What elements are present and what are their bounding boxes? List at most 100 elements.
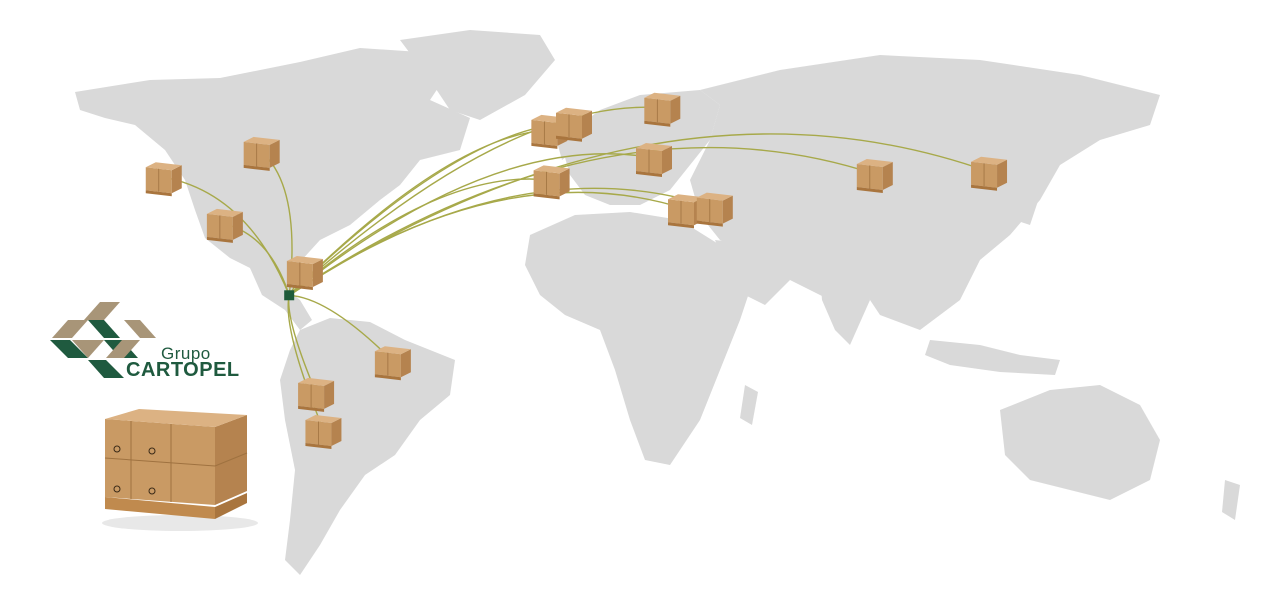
logo-shape-light-3 <box>72 340 104 358</box>
land-south-america <box>280 318 455 575</box>
destination-box-icon <box>644 92 681 127</box>
land-madagascar <box>740 385 758 425</box>
box-face <box>997 159 1008 188</box>
box-face <box>531 142 558 149</box>
logo-shape-light-1 <box>84 302 120 320</box>
logo-shape-dark-2 <box>50 340 88 358</box>
box-face <box>971 184 998 191</box>
box-face <box>856 187 883 193</box>
box-face <box>206 236 233 243</box>
logo-text-cartopel: CARTOPEL <box>126 359 240 381</box>
box-face <box>556 107 592 116</box>
box-face <box>374 374 401 381</box>
box-face <box>670 95 681 124</box>
destination-box-icon <box>636 143 672 177</box>
box-face <box>696 192 733 201</box>
destination-box-icon <box>286 255 323 290</box>
box-face <box>644 120 671 127</box>
box-face <box>696 220 723 227</box>
box-face <box>636 171 662 177</box>
box-face <box>269 139 280 168</box>
box-face <box>668 194 704 203</box>
box-face <box>305 443 332 449</box>
box-face <box>582 110 592 139</box>
logo-shape-dark-1 <box>88 320 120 338</box>
land-new-zealand <box>1222 480 1240 520</box>
destination-boxes <box>145 92 1008 449</box>
box-face <box>856 159 893 167</box>
land-greenland <box>400 30 555 120</box>
destination-box-icon <box>971 156 1008 191</box>
pallet-shadow <box>102 515 258 531</box>
recycle-icon <box>148 487 156 495</box>
origin-marker <box>284 290 295 301</box>
destination-box-icon <box>305 415 342 449</box>
box-face <box>206 208 243 217</box>
box-face <box>145 162 182 171</box>
box-seam-side-h <box>214 452 248 467</box>
box-face <box>305 415 342 423</box>
land-north-america <box>75 48 470 300</box>
box-face <box>559 168 570 197</box>
box-face <box>298 377 335 386</box>
logo-shape-light-2 <box>52 320 88 338</box>
destination-box-icon <box>243 136 280 171</box>
box-face <box>722 195 733 224</box>
box-face <box>145 190 172 197</box>
destination-box-icon <box>374 346 411 381</box>
land-masses <box>75 30 1240 575</box>
box-face <box>243 136 280 145</box>
logo-text-grupo: Grupo <box>161 344 211 363</box>
box-face <box>533 193 560 200</box>
box-face <box>556 135 582 142</box>
cartopel-logo: Grupo CARTOPEL <box>48 298 258 382</box>
box-face <box>668 222 694 229</box>
pallet-base-side <box>215 493 247 519</box>
box-face <box>662 146 672 174</box>
land-japan <box>1010 175 1040 225</box>
recycle-icon <box>113 485 121 493</box>
cartopel-logo-mark <box>50 302 156 378</box>
origin-marker-group <box>284 290 295 301</box>
box-face <box>286 255 323 264</box>
box-face <box>882 162 893 190</box>
logo-shape-light-4 <box>124 320 156 338</box>
box-seam-h <box>104 457 216 467</box>
route-line <box>288 106 663 296</box>
box-face <box>644 92 681 101</box>
destination-box-icon <box>298 377 335 412</box>
destination-box-icon <box>696 192 733 227</box>
destination-box-icon <box>856 159 893 193</box>
box-face <box>636 143 672 151</box>
pallet-of-boxes-illustration <box>102 409 258 531</box>
box-face <box>971 156 1008 165</box>
destination-box-icon <box>206 208 243 243</box>
land-australia <box>1000 385 1160 500</box>
land-asia <box>690 55 1160 330</box>
pallet-base-front <box>105 497 215 519</box>
box-face <box>533 165 570 174</box>
destination-box-icon <box>533 165 570 200</box>
box-face <box>243 164 270 171</box>
box-face <box>232 211 243 240</box>
land-africa <box>525 212 750 465</box>
destination-box-icon <box>556 107 592 142</box>
logo-shape-light-5 <box>106 340 140 358</box>
box-face <box>286 283 313 290</box>
logo-shape-dark-4 <box>88 360 124 378</box>
box-face <box>374 346 411 355</box>
box-stack-top <box>105 409 247 427</box>
recycle-icon <box>113 445 121 453</box>
destination-box-icon <box>145 162 182 197</box>
land-arabia <box>715 240 790 305</box>
box-face <box>331 418 342 446</box>
box-face <box>298 405 325 412</box>
recycle-icon <box>148 447 156 455</box>
box-face <box>312 258 323 287</box>
route-line <box>288 153 655 296</box>
land-india <box>820 275 870 345</box>
route-line <box>288 146 876 296</box>
route-line <box>289 294 394 362</box>
